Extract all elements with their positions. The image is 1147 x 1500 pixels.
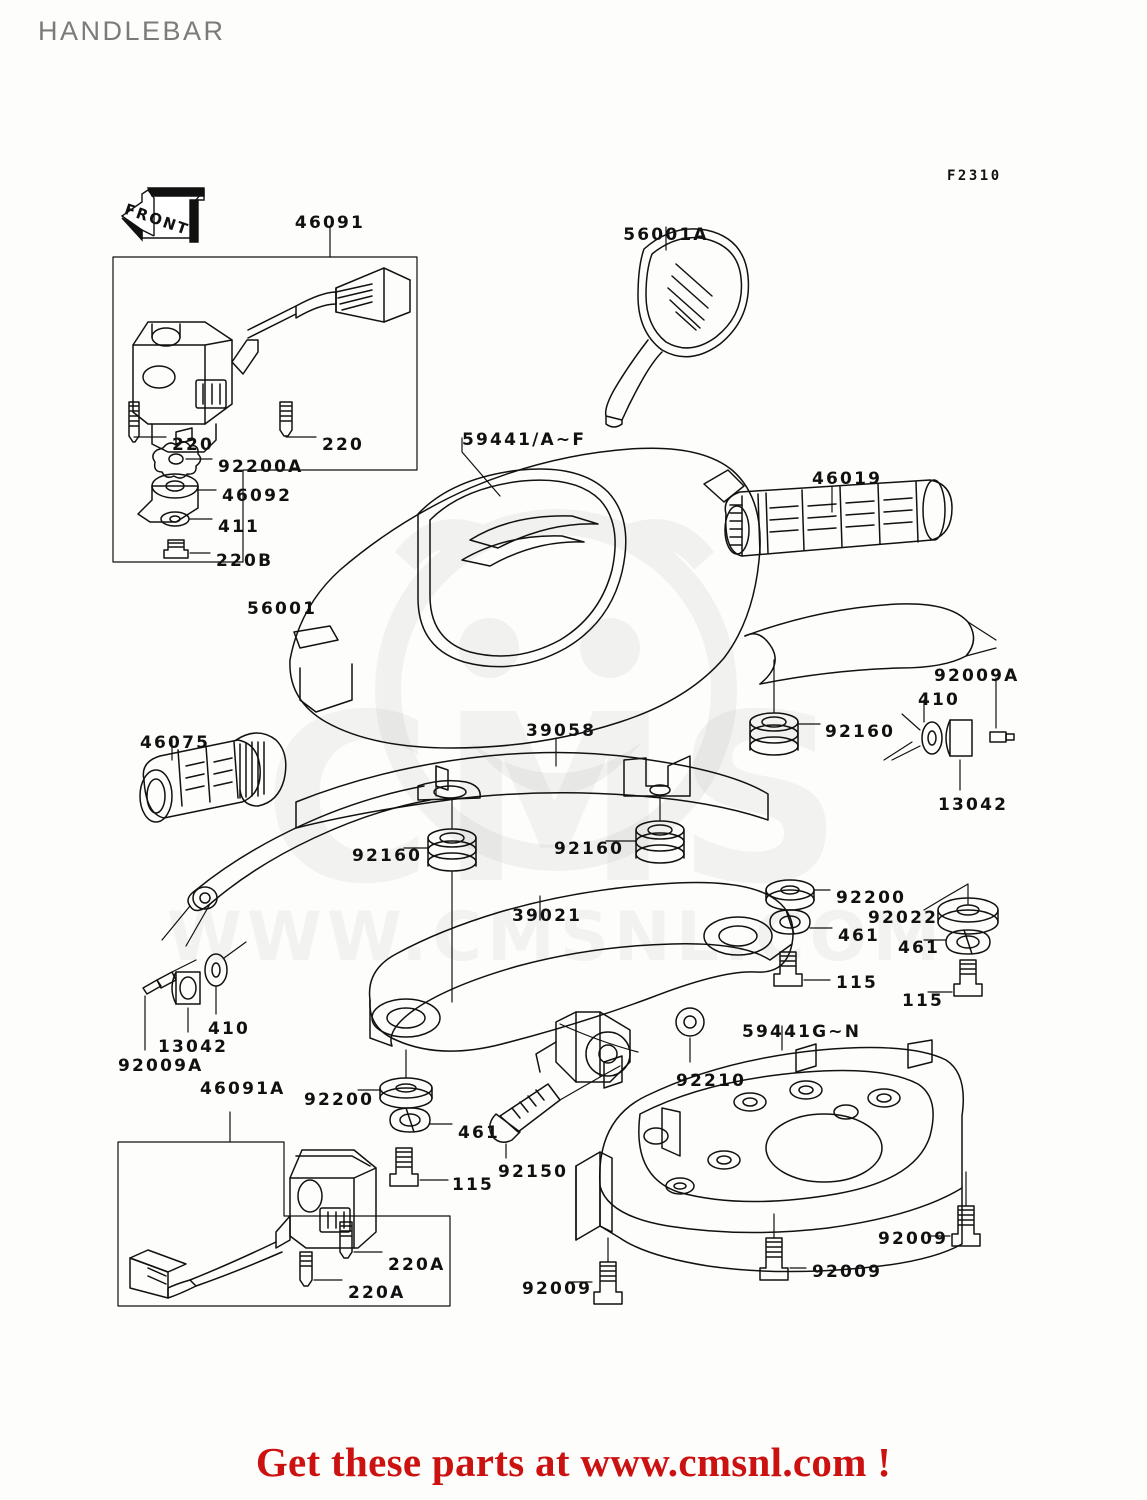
part-number-callout[interactable]: 39058 (526, 721, 597, 741)
part-number-callout[interactable]: 461 (838, 926, 881, 946)
part-number-callout[interactable]: 13042 (938, 795, 1009, 815)
part-number-callout[interactable]: 92200A (218, 457, 304, 477)
part-number-callout[interactable]: 13042 (158, 1037, 229, 1057)
part-number-callout[interactable]: 461 (898, 938, 941, 958)
part-number-callout[interactable]: 92009A (118, 1056, 204, 1076)
part-number-callout[interactable]: 92160 (352, 846, 423, 866)
part-number-callout[interactable]: 46092 (222, 486, 293, 506)
part-number-callout[interactable]: 59441G~N (742, 1022, 862, 1042)
part-number-callout[interactable]: 411 (218, 517, 261, 537)
figure-reference-code: F2310 (947, 168, 1002, 184)
part-number-callout[interactable]: 461 (458, 1123, 501, 1143)
part-number-callout[interactable]: 56001 (247, 599, 318, 619)
part-number-callout[interactable]: 46091A (200, 1079, 286, 1099)
page-title: HANDLEBAR (38, 16, 226, 46)
part-number-callout[interactable]: 92009A (934, 666, 1020, 686)
part-number-callout[interactable]: 115 (836, 973, 879, 993)
part-number-callout[interactable]: 410 (208, 1019, 251, 1039)
part-number-callout[interactable]: 220B (216, 551, 274, 571)
part-number-callout[interactable]: 92009 (812, 1262, 883, 1282)
part-number-callout[interactable]: 56001A (623, 225, 709, 245)
part-number-callout[interactable]: 220A (388, 1255, 446, 1275)
part-number-callout[interactable]: 39021 (512, 906, 583, 926)
parts-diagram: CMS WWW.CMSNL.COM (112, 186, 1015, 1307)
part-number-callout[interactable]: 59441/A~F (462, 430, 587, 450)
front-direction-marker: FRONT (118, 186, 208, 248)
part-number-callout[interactable]: 92210 (676, 1071, 747, 1091)
diagram-linework (112, 226, 1015, 1307)
part-number-callout[interactable]: 410 (918, 690, 961, 710)
part-number-callout[interactable]: 220 (172, 435, 215, 455)
part-number-callout[interactable]: 92200 (304, 1090, 375, 1110)
part-number-callout[interactable]: 115 (902, 991, 945, 1011)
part-number-callout[interactable]: 92160 (825, 722, 896, 742)
part-number-callout[interactable]: 46091 (294, 213, 366, 233)
part-number-callout[interactable]: 220A (348, 1283, 406, 1303)
part-number-callout[interactable]: 92009 (878, 1229, 949, 1249)
part-number-callout[interactable]: 92022 (868, 908, 939, 928)
footer-cta: Get these parts at www.cmsnl.com ! (255, 1439, 892, 1485)
part-number-callout[interactable]: 220 (322, 435, 365, 455)
part-number-callout[interactable]: 46075 (140, 733, 211, 753)
part-number-callout[interactable]: 92160 (554, 839, 625, 859)
part-number-callout[interactable]: 92009 (522, 1279, 593, 1299)
part-number-callout[interactable]: 92200 (836, 888, 907, 908)
part-number-callout[interactable]: 92150 (498, 1162, 569, 1182)
part-number-callout[interactable]: 115 (452, 1175, 495, 1195)
part-number-callout[interactable]: 46019 (812, 469, 883, 489)
